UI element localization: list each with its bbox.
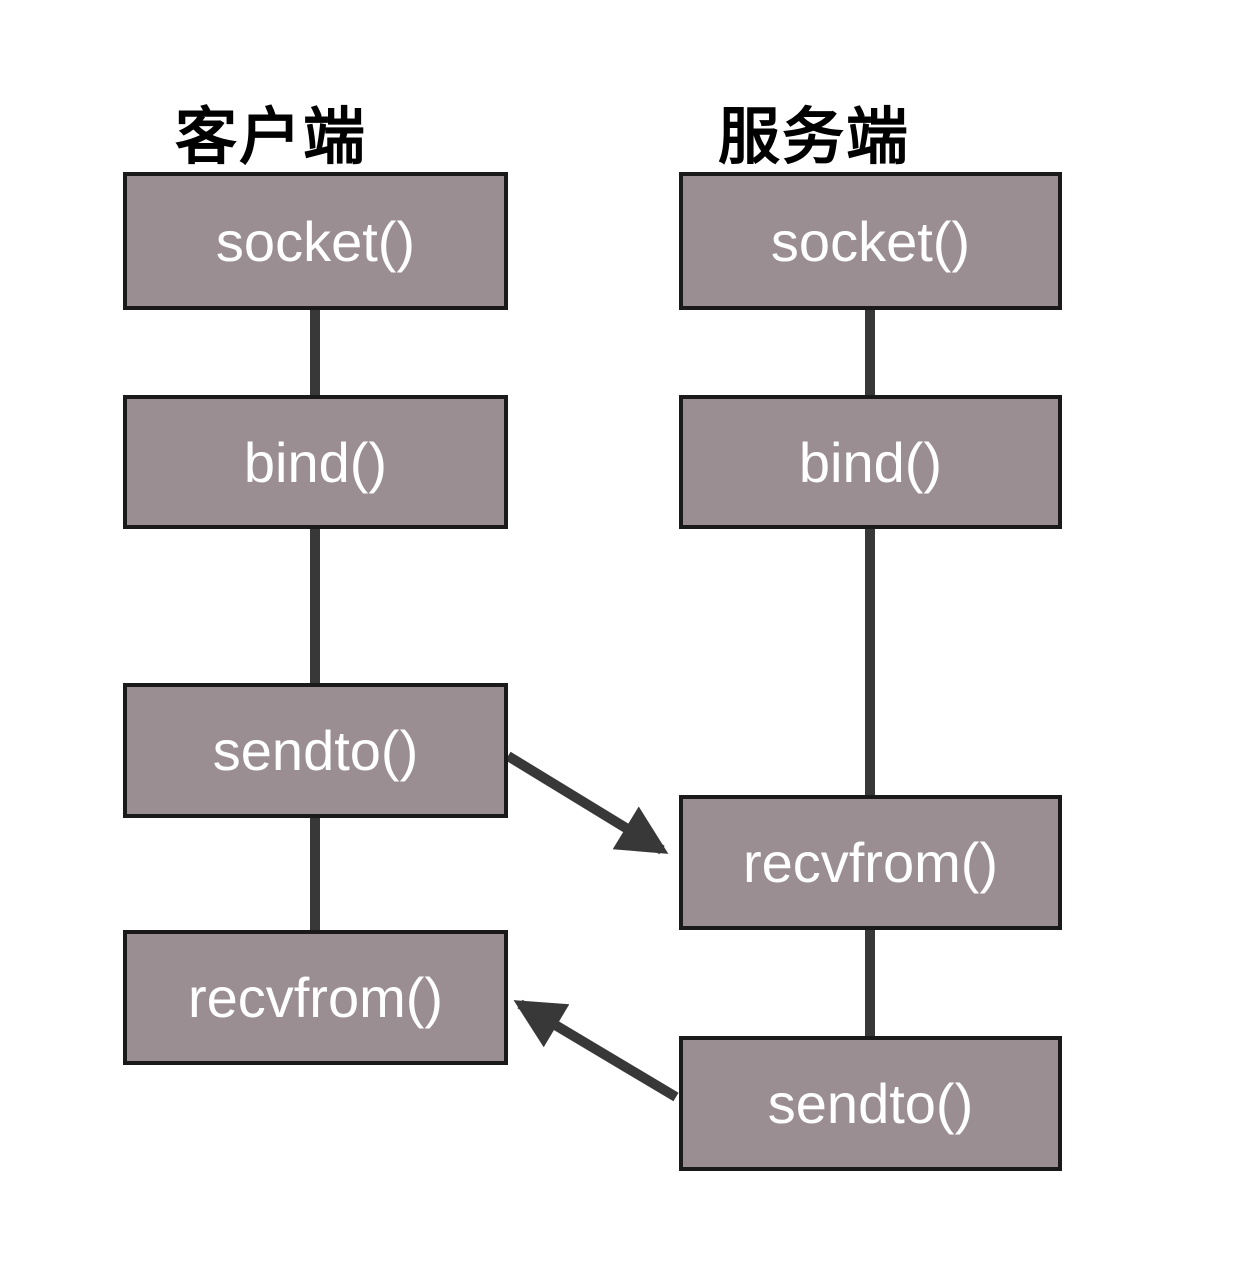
- server-sendto-to-client-recvfrom-arrow: [513, 999, 679, 1102]
- client-sendto-to-server-recvfrom-arrow: [505, 751, 669, 855]
- client-sendto-box: sendto(): [123, 683, 508, 818]
- server-recvfrom-box: recvfrom(): [679, 795, 1062, 930]
- server-column-title: 服务端: [718, 103, 911, 172]
- server-sendto-box: sendto(): [679, 1036, 1062, 1171]
- client-socket-box: socket(): [123, 172, 508, 310]
- client-recvfrom-box: recvfrom(): [123, 930, 508, 1065]
- client-bind-box: bind(): [123, 395, 508, 529]
- server-bind-box: bind(): [679, 395, 1062, 529]
- server-socket-box: socket(): [679, 172, 1062, 310]
- client-column-title: 客户端: [175, 103, 368, 172]
